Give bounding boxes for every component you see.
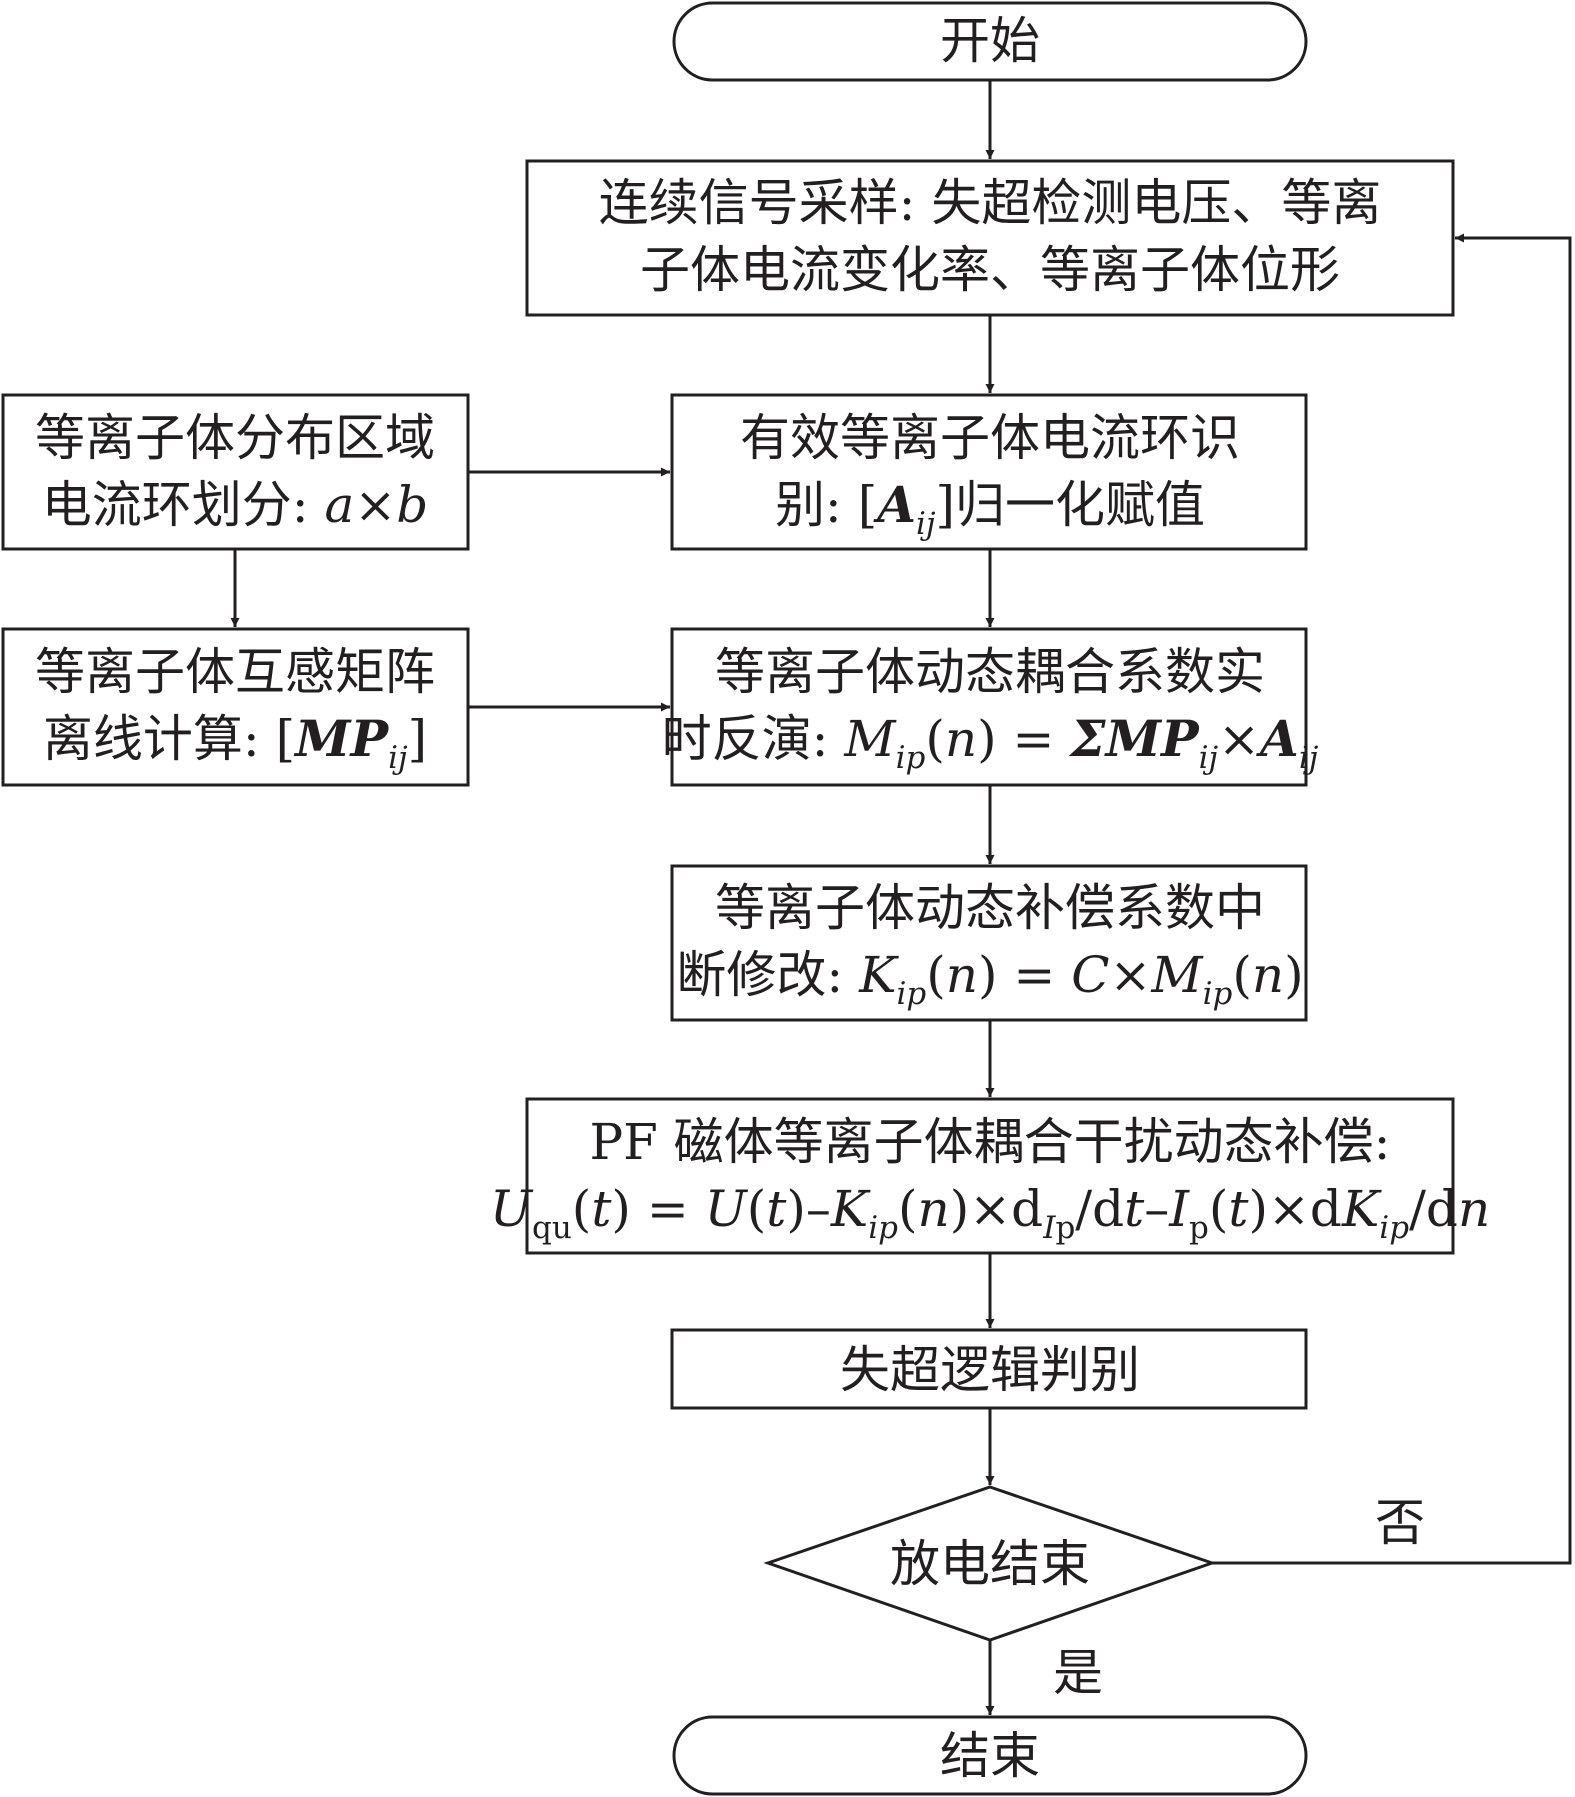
edge-label-no: 否 bbox=[1375, 1494, 1425, 1552]
decision-node: 放电结束 bbox=[763, 1485, 1217, 1642]
coupling-formula: Mip​(n) = ΣMPij​×Aij​ bbox=[843, 709, 1318, 776]
region-division-node: 等离子体分布区域 电流环划分: a×b bbox=[1, 393, 470, 551]
start-label: 开始 bbox=[940, 12, 1040, 70]
coupling-inversion-line2: 时反演: Mip​(n) = ΣMPij​×Aij​ bbox=[662, 709, 1319, 776]
interference-compensation-node: PF 磁体等离子体耦合干扰动态补偿: Uqu​(t) = U(t)–Kip​(n… bbox=[490, 1097, 1490, 1255]
start-node: 开始 bbox=[672, 1, 1308, 82]
mutual-inductance-matrix: [MPij​] bbox=[276, 709, 428, 776]
interference-formula: Uqu​(t) = U(t)–Kip​(n)×dIp​/dt–Ip​(t)×dK… bbox=[490, 1180, 1490, 1246]
quench-logic-node: 失超逻辑判别 bbox=[670, 1328, 1308, 1410]
end-node: 结束 bbox=[672, 1715, 1308, 1796]
decision-label: 放电结束 bbox=[890, 1535, 1090, 1593]
loop-identification-matrix: [Aij​] bbox=[858, 475, 955, 542]
quench-logic-label: 失超逻辑判别 bbox=[840, 1341, 1140, 1399]
mutual-inductance-line2: 离线计算: [MPij​] bbox=[43, 709, 427, 776]
loop-identification-node: 有效等离子体电流环识 别: [Aij​]归一化赋值 bbox=[670, 393, 1308, 551]
region-division-line1: 等离子体分布区域 bbox=[35, 409, 435, 467]
compensation-modify-line1: 等离子体动态补偿系数中 bbox=[715, 879, 1265, 937]
mutual-inductance-line1: 等离子体互感矩阵 bbox=[35, 643, 435, 701]
mutual-inductance-node: 等离子体互感矩阵 离线计算: [MPij​] bbox=[1, 627, 470, 787]
coupling-inversion-node: 等离子体动态耦合系数实 时反演: Mip​(n) = ΣMPij​×Aij​ bbox=[662, 627, 1319, 787]
compensation-modify-node: 等离子体动态补偿系数中 断修改: Kip​(n) = C×Mip​(n) bbox=[670, 864, 1308, 1022]
sampling-node: 连续信号采样: 失超检测电压、等离 子体电流变化率、等离子体位形 bbox=[525, 159, 1455, 317]
end-label: 结束 bbox=[940, 1727, 1040, 1785]
loop-identification-line2: 别: [Aij​]归一化赋值 bbox=[775, 475, 1205, 542]
compensation-formula: Kip​(n) = C×Mip​(n) bbox=[858, 946, 1303, 1012]
interference-compensation-line1: PF 磁体等离子体耦合干扰动态补偿: bbox=[589, 1113, 1390, 1171]
region-division-line2: 电流环划分: a×b bbox=[42, 476, 428, 534]
loop-identification-line1: 有效等离子体电流环识 bbox=[740, 409, 1240, 467]
arrow-decision-loop-back bbox=[1212, 233, 1572, 1565]
region-division-expression: a×b bbox=[325, 476, 429, 534]
coupling-inversion-line1: 等离子体动态耦合系数实 bbox=[715, 643, 1265, 701]
edge-label-yes: 是 bbox=[1053, 1644, 1103, 1702]
sampling-label-line2: 子体电流变化率、等离子体位形 bbox=[640, 241, 1340, 299]
compensation-modify-line2: 断修改: Kip​(n) = C×Mip​(n) bbox=[676, 946, 1303, 1012]
sampling-label-line1: 连续信号采样: 失超检测电压、等离 bbox=[599, 174, 1382, 232]
